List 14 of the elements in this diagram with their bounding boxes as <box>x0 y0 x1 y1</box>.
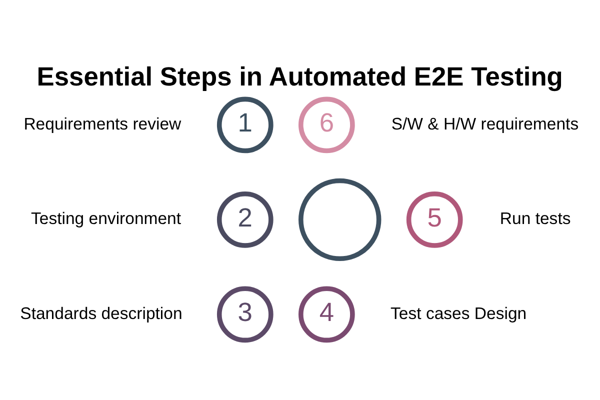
node-label: Testing environment <box>31 208 182 228</box>
node-label: Test cases Design <box>390 303 527 322</box>
node-circle: 6 <box>298 96 355 153</box>
node-circle: 1 <box>216 96 274 153</box>
node-label: Run tests <box>500 208 571 228</box>
node-circle: 3 <box>216 286 274 342</box>
node-label: Standards description <box>20 303 182 322</box>
node-circle: 4 <box>298 286 355 342</box>
node-circle <box>298 178 382 261</box>
node-circle: 2 <box>216 191 274 248</box>
diagram-title: Essential Steps in Automated E2E Testing <box>36 61 563 91</box>
node-label: Requirements review <box>24 114 182 133</box>
node-label: S/W & H/W requirements <box>391 114 579 133</box>
node-circle: 5 <box>406 191 463 248</box>
